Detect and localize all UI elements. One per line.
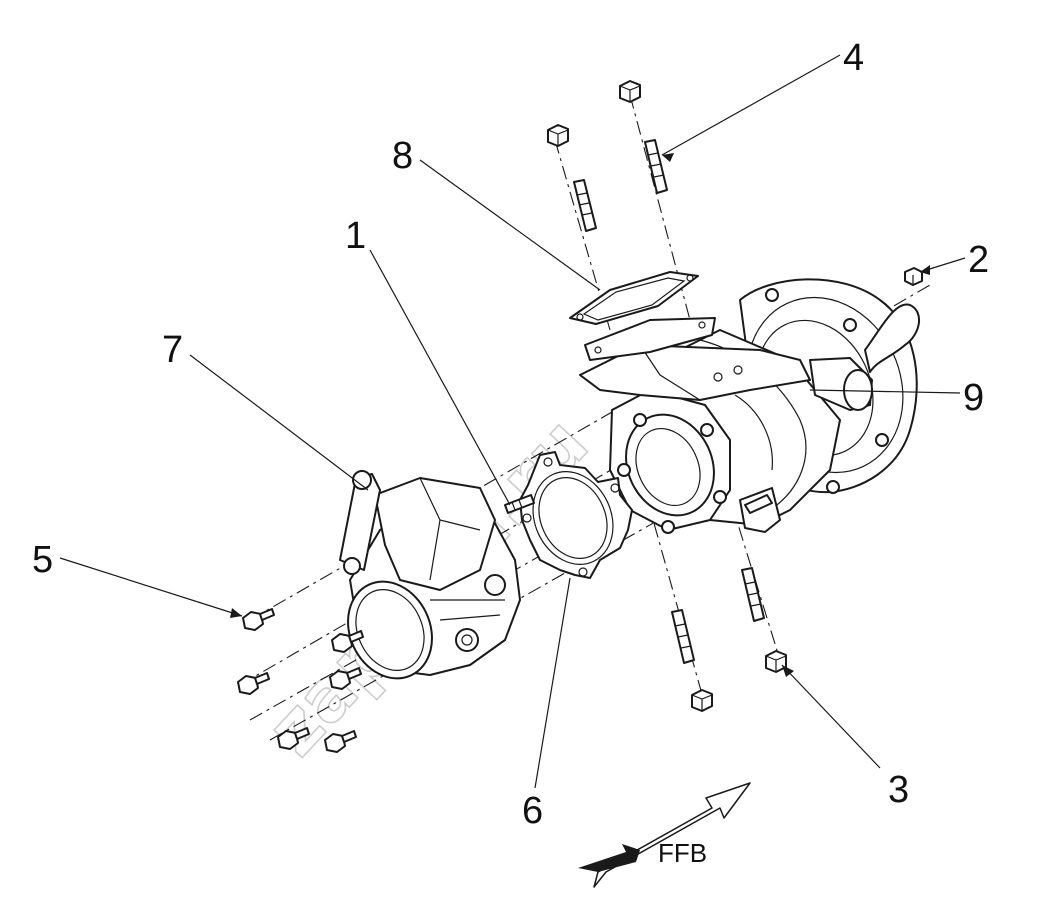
- lower-stud-right: [741, 567, 765, 622]
- lower-nut-right: [765, 650, 787, 673]
- callout-8: 8: [392, 135, 413, 177]
- direction-arrow-solid-icon: [578, 844, 640, 872]
- bolt-f: [331, 630, 364, 653]
- gasket-flange: [519, 451, 633, 579]
- bolt-a: [242, 608, 275, 631]
- callout-9: 9: [963, 377, 984, 419]
- leader-lines: [59, 54, 966, 789]
- gasket-upper: [569, 271, 699, 325]
- callouts: 1 2 3 4 5 6 7 8 9: [32, 37, 989, 832]
- direction-arrow: FFB: [578, 782, 751, 888]
- lower-stud-left: [671, 609, 695, 664]
- upper-stud-left: [573, 179, 597, 232]
- outlet-elbow-assembly: [339, 470, 521, 680]
- bolt-small-right: [904, 267, 923, 286]
- upper-nut-left: [547, 124, 569, 147]
- bolt-d: [277, 727, 310, 750]
- upper-nut-right: [619, 80, 641, 103]
- callout-1: 1: [345, 215, 366, 257]
- bolt-e: [324, 730, 357, 753]
- bolt-c: [329, 667, 362, 690]
- callout-7: 7: [162, 329, 183, 371]
- upper-stud-right: [644, 139, 668, 194]
- lower-nut-left: [691, 689, 713, 712]
- callout-5: 5: [32, 539, 53, 581]
- small-stud: [504, 494, 535, 514]
- flange-bolts: [237, 608, 364, 753]
- callout-4: 4: [843, 37, 864, 79]
- direction-arrow-forward-icon: [593, 782, 751, 888]
- bolt-b: [237, 672, 270, 695]
- callout-2: 2: [968, 239, 989, 281]
- callout-6: 6: [522, 790, 543, 832]
- callout-3: 3: [888, 769, 909, 811]
- direction-label: FFB: [658, 838, 707, 868]
